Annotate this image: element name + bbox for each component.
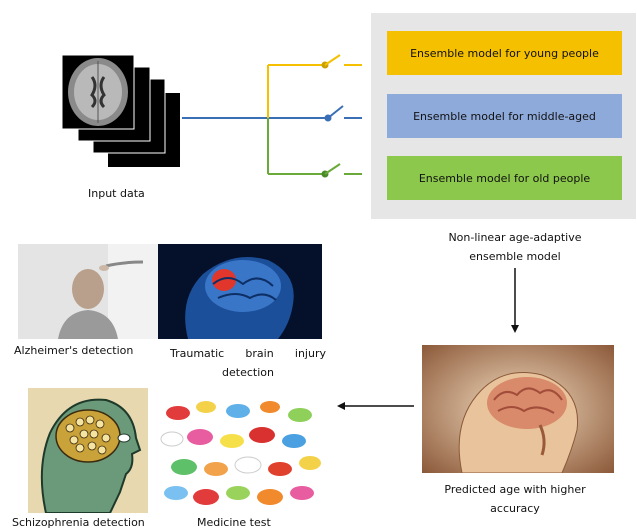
predicted-caption-line1: Predicted age with higher xyxy=(444,483,586,496)
schizophrenia-caption: Schizophrenia detection xyxy=(12,516,145,529)
tbi-image xyxy=(158,244,322,339)
ensemble-caption-line2: ensemble model xyxy=(469,250,561,263)
tbi-caption: Traumatic brain injury detection xyxy=(170,344,326,382)
predicted-caption-line2: accuracy xyxy=(490,502,540,515)
tbi-caption-line2: detection xyxy=(222,366,274,379)
ensemble-caption-line1: Non-linear age-adaptive xyxy=(448,231,582,244)
middle-model-label: Ensemble model for middle-aged xyxy=(413,109,596,123)
medicine-caption: Medicine test xyxy=(197,516,271,529)
middle-model-box: Ensemble model for middle-aged xyxy=(387,94,622,138)
old-model-box: Ensemble model for old people xyxy=(387,156,622,200)
predicted-caption: Predicted age with higher accuracy xyxy=(420,480,610,518)
predicted-brain-image xyxy=(422,345,614,473)
old-model-label: Ensemble model for old people xyxy=(418,171,591,185)
alzheimers-caption: Alzheimer's detection xyxy=(14,344,134,357)
ensemble-caption: Non-linear age-adaptive ensemble model xyxy=(420,228,610,266)
input-data-caption: Input data xyxy=(88,187,145,200)
schizophrenia-image xyxy=(28,388,148,513)
young-model-label: Ensemble model for young people xyxy=(410,46,599,60)
tbi-caption-line1: Traumatic brain injury xyxy=(170,347,326,360)
young-model-box: Ensemble model for young people xyxy=(387,31,622,75)
alzheimers-image xyxy=(18,244,158,339)
medicine-image xyxy=(158,393,324,511)
mri-stack-image xyxy=(62,55,180,167)
